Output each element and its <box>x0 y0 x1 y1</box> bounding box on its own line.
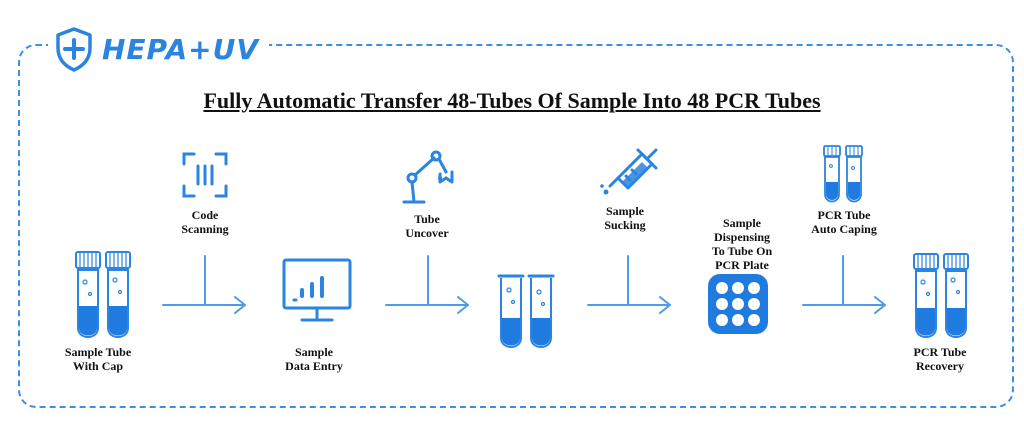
label-line: Recovery <box>916 359 964 373</box>
monitor-chart-icon <box>282 258 352 322</box>
label-line: Sucking <box>604 218 646 232</box>
pcr-plate-icon <box>708 274 768 334</box>
arrow-2 <box>385 255 469 314</box>
arrow-3 <box>587 255 671 314</box>
arrow-4 <box>802 255 886 314</box>
label-line: Auto Caping <box>811 222 877 236</box>
label-line: Data Entry <box>285 359 343 373</box>
label-auto-caping: PCR Tube Auto Caping <box>784 208 904 236</box>
label-line: Sample Tube <box>64 345 132 359</box>
capped-tubes-icon <box>823 145 863 203</box>
robot-arm-icon <box>402 150 454 204</box>
dashed-frame <box>18 44 1014 408</box>
arrow-1 <box>162 255 246 314</box>
sample-tubes-icon <box>75 251 131 338</box>
label-line: Sample <box>722 216 761 230</box>
label-line: Tube <box>414 212 440 226</box>
label-line: Sample <box>605 204 644 218</box>
label-sample-sucking: Sample Sucking <box>565 204 685 232</box>
label-line: PCR Tube <box>913 345 967 359</box>
page-title: Fully Automatic Transfer 48-Tubes Of Sam… <box>203 88 821 113</box>
label-sample-tube: Sample Tube With Cap <box>38 345 158 373</box>
label-line: Dispensing <box>713 230 771 244</box>
label-tube-uncover: Tube Uncover <box>367 212 487 240</box>
label-code-scanning: Code Scanning <box>145 208 265 236</box>
barcode-scan-icon <box>182 152 228 198</box>
label-line: To Tube On <box>711 244 773 258</box>
label-line: Uncover <box>405 226 449 240</box>
label-line: With Cap <box>72 359 124 373</box>
label-line: Scanning <box>181 222 229 236</box>
brand: HEPA+UV <box>48 22 270 76</box>
label-line: PCR Tube <box>817 208 871 222</box>
label-recovery: PCR Tube Recovery <box>880 345 1000 373</box>
open-tubes-icon <box>497 274 555 348</box>
syringe-icon <box>600 148 658 195</box>
label-line: Code <box>191 208 219 222</box>
label-line: PCR Plate <box>715 258 769 272</box>
label-dispensing: Sample Dispensing To Tube On PCR Plate <box>682 216 802 272</box>
pcr-tubes-icon <box>913 253 969 338</box>
brand-name: HEPA+UV <box>102 32 260 66</box>
shield-plus-icon <box>56 27 92 72</box>
label-data-entry: Sample Data Entry <box>254 345 374 373</box>
label-line: Sample <box>294 345 333 359</box>
